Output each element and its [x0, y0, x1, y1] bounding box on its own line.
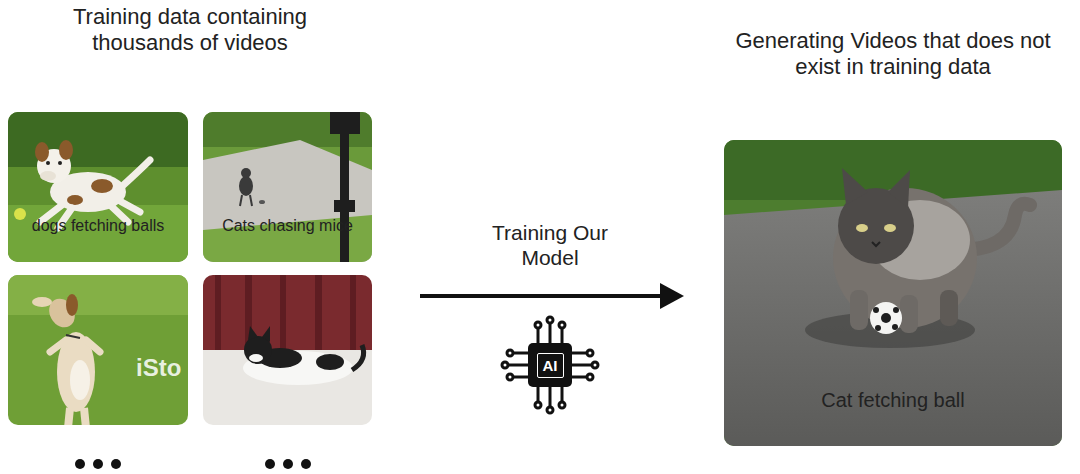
video-thumbnail: Cats chasing mice — [203, 112, 372, 262]
generated-video: Cat fetching ball — [724, 140, 1062, 446]
ellipsis-dots — [75, 459, 311, 469]
cat-video-frame — [203, 275, 372, 425]
cat-video-frame — [203, 112, 372, 262]
dog-video-frame — [8, 275, 188, 425]
generated-video-frame — [724, 140, 1062, 446]
video-caption: Cats chasing mice — [222, 217, 353, 235]
ai-chip: AI — [528, 343, 572, 387]
chip-label: AI — [537, 353, 564, 378]
watermark: iSto — [136, 354, 181, 383]
video-thumbnail: dogs fetching balls — [8, 112, 188, 262]
section-heading: Generating Videos that does not exist in… — [728, 28, 1058, 81]
arrow-label: Training Our Model — [465, 220, 635, 270]
video-caption: Cat fetching ball — [821, 389, 964, 412]
dog-video-frame — [8, 112, 188, 262]
training-arrow — [420, 283, 684, 309]
section-heading: Training data containing thousands of vi… — [25, 4, 355, 57]
chip-pins — [502, 317, 598, 413]
video-caption: dogs fetching balls — [32, 217, 165, 235]
